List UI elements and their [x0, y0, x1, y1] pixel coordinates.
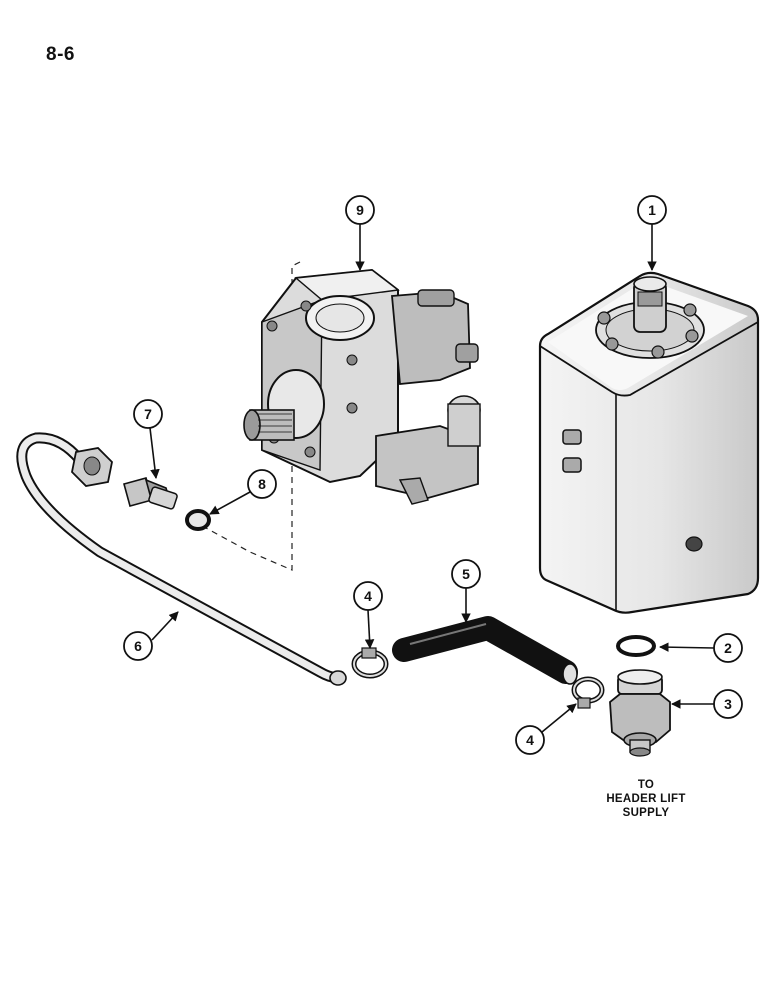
supply-caption: TO HEADER LIFT SUPPLY [596, 778, 696, 820]
svg-text:4: 4 [364, 588, 372, 604]
callout-4-upper: 4 [353, 581, 383, 649]
suction-hose [392, 616, 578, 685]
hydraulic-pump [205, 261, 481, 571]
svg-text:1: 1 [648, 202, 656, 218]
svg-text:9: 9 [356, 202, 364, 218]
reservoir-tank [538, 271, 760, 614]
svg-text:4: 4 [526, 732, 534, 748]
caption-line-2: HEADER LIFT [606, 793, 686, 805]
callout-8: 8 [209, 469, 277, 515]
callout-6: 6 [123, 611, 179, 661]
callout-3: 3 [671, 689, 743, 719]
svg-text:2: 2 [724, 640, 732, 656]
svg-text:6: 6 [134, 638, 142, 654]
page-number: 8-6 [46, 44, 75, 65]
callout-4-lower: 4 [515, 703, 577, 755]
elbow-fitting [609, 669, 671, 757]
male-connector [123, 477, 178, 510]
hose-clamp-upper [351, 647, 389, 679]
callout-9: 9 [345, 195, 375, 271]
svg-text:8: 8 [258, 476, 266, 492]
callout-5: 5 [451, 559, 481, 623]
o-ring [616, 635, 656, 657]
svg-text:7: 7 [144, 406, 152, 422]
callout-1: 1 [637, 195, 667, 271]
callout-2: 2 [659, 633, 743, 663]
caption-line-3: SUPPLY [622, 807, 670, 819]
o-ring-washer [185, 509, 211, 531]
callout-7: 7 [133, 399, 163, 479]
pressure-tube [16, 432, 347, 686]
caption-line-1: TO [637, 779, 655, 791]
svg-text:5: 5 [462, 566, 470, 582]
hose-clamp-lower [571, 676, 605, 709]
svg-text:3: 3 [724, 696, 732, 712]
